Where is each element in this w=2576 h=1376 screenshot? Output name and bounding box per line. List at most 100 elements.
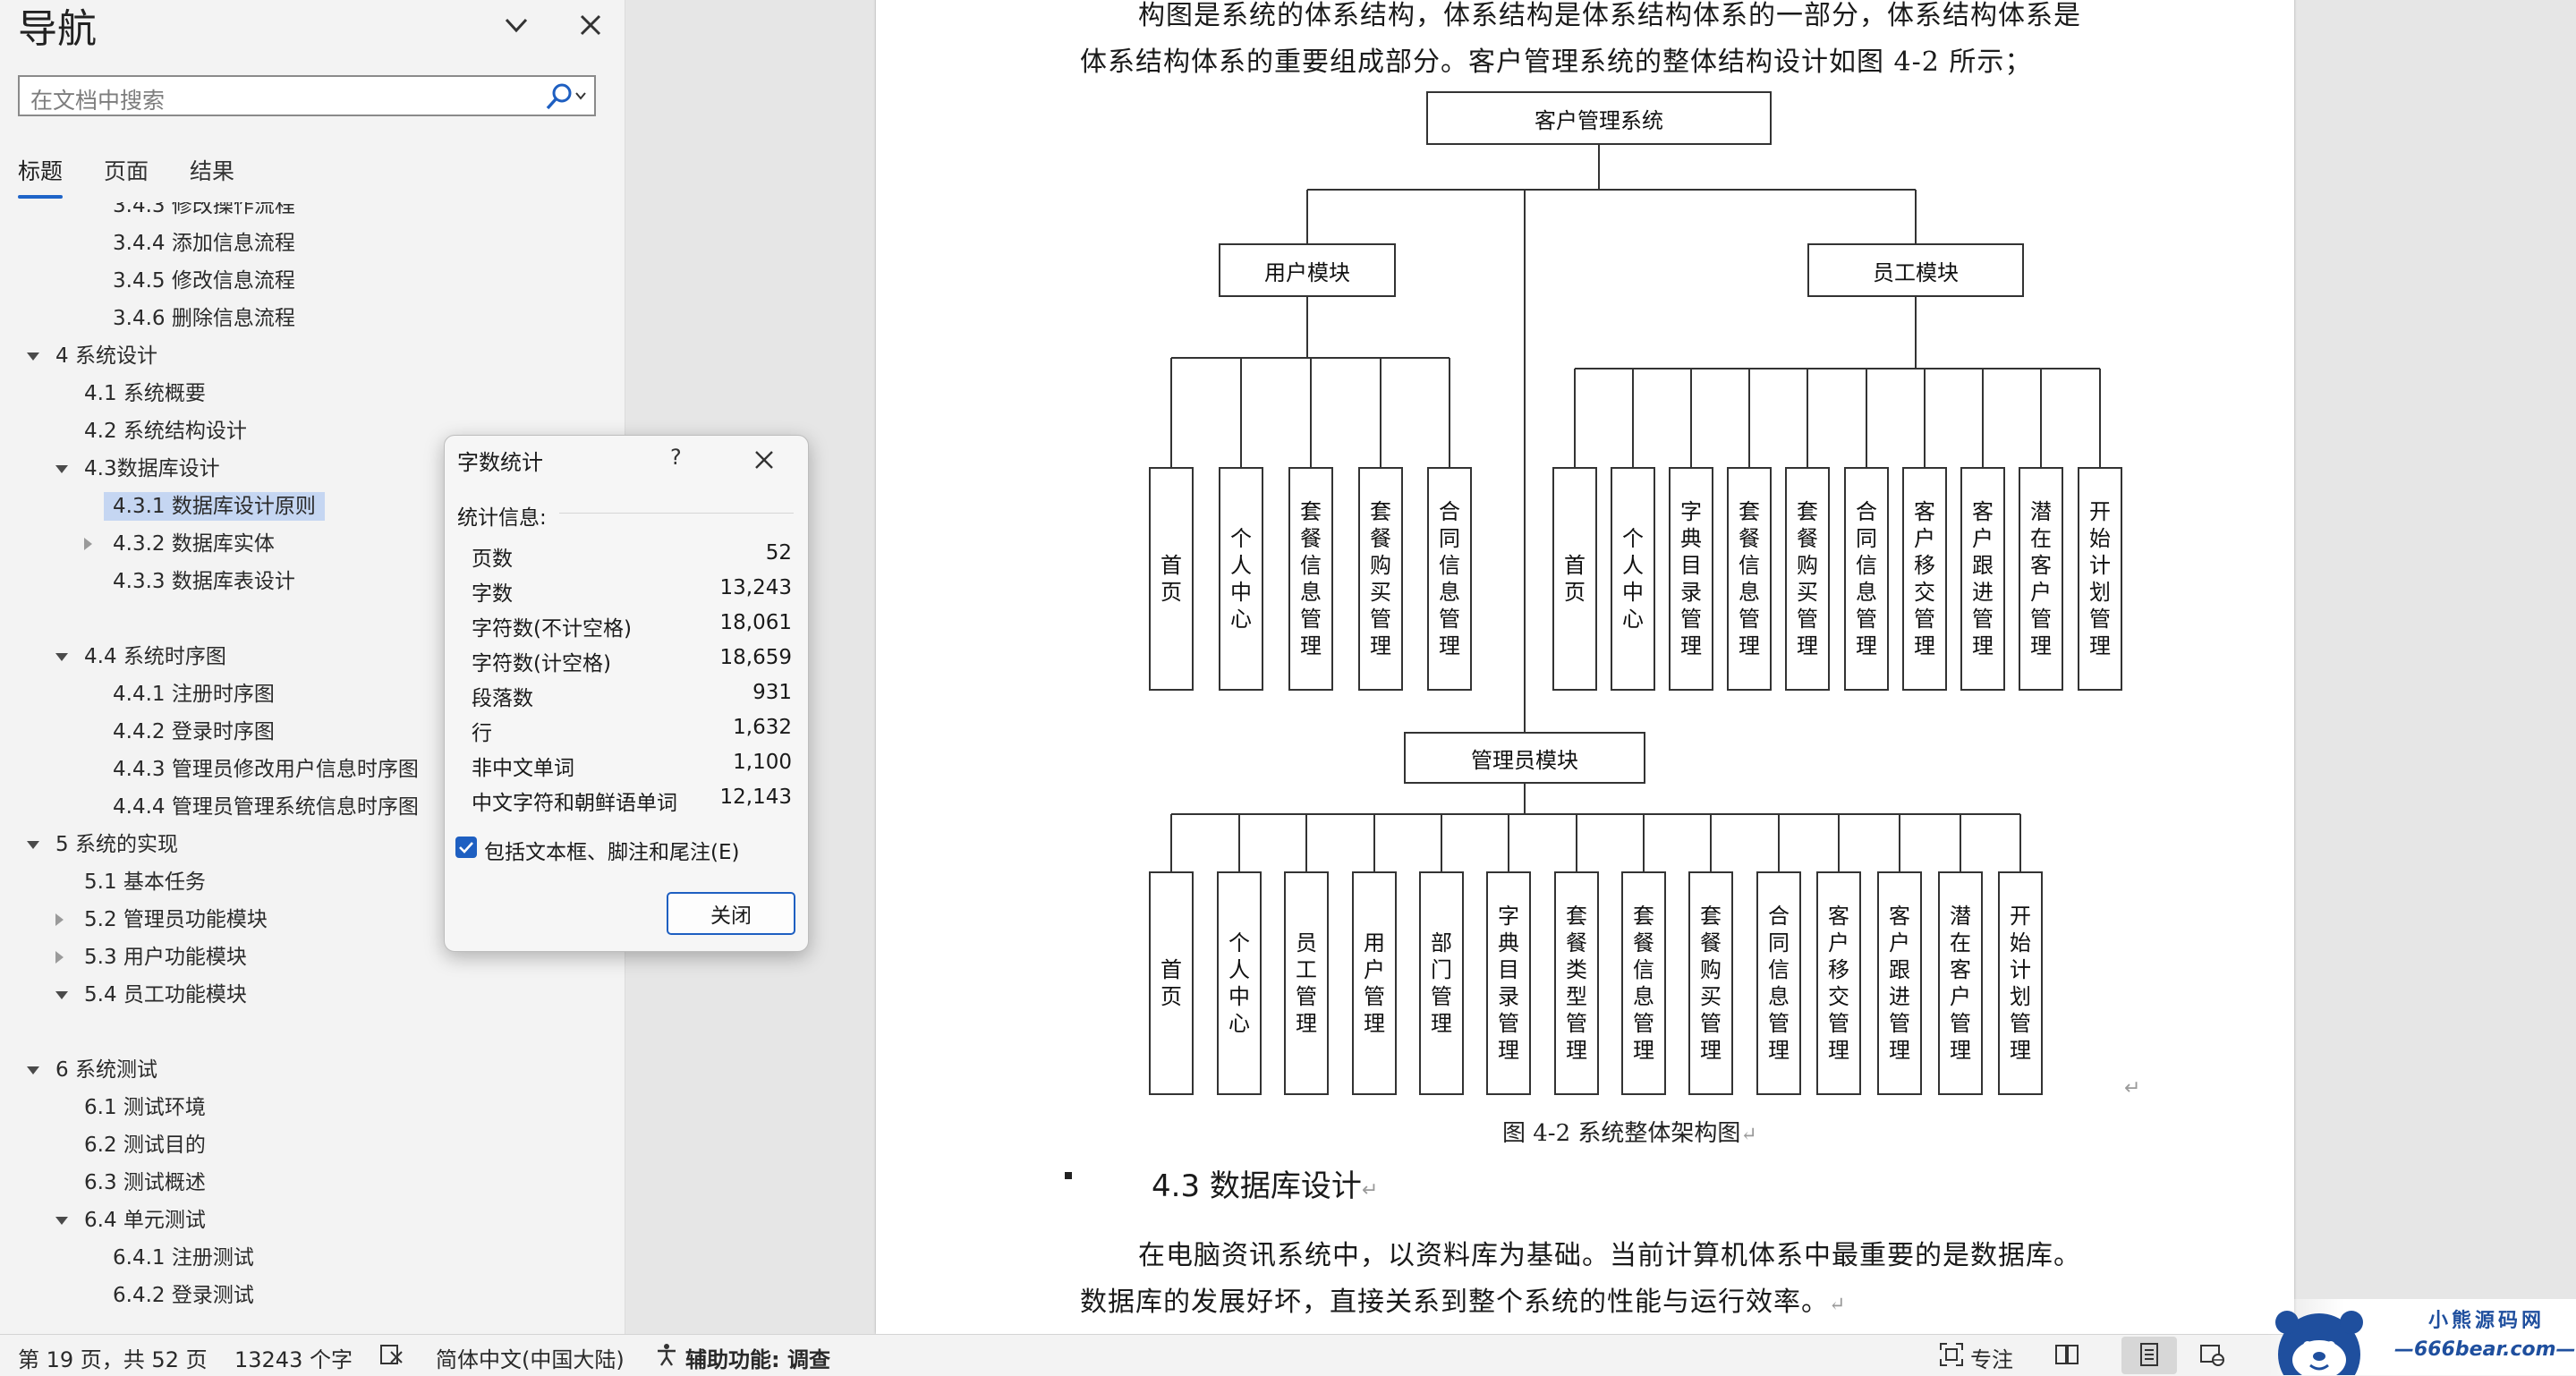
nav-heading-item[interactable]: 6.4.1 注册测试	[113, 1246, 254, 1270]
diagram-leaf-node[interactable]: 个人中心	[1219, 467, 1263, 691]
diagram-leaf-node[interactable]: 用户管理	[1352, 871, 1397, 1095]
include-textbox-checkbox[interactable]	[455, 837, 477, 858]
diagram-leaf-node[interactable]: 员工管理	[1284, 871, 1329, 1095]
diagram-leaf-node[interactable]: 套餐购买管理	[1358, 467, 1403, 691]
diagram-leaf-node[interactable]: 首页	[1552, 467, 1597, 691]
diagram-leaf-node[interactable]: 客户移交管理	[1816, 871, 1861, 1095]
paragraph-line[interactable]: 在电脑资讯系统中，以资料库为基础。当前计算机体系中最重要的是数据库。	[1138, 1240, 2081, 1271]
collapsed-arrow-icon[interactable]	[84, 538, 92, 550]
tab-results[interactable]: 结果	[190, 158, 235, 184]
nav-heading-item[interactable]: 4.4.3 管理员修改用户信息时序图	[113, 758, 419, 781]
word-count[interactable]: 13243 个字	[234, 1347, 353, 1372]
document-area[interactable]	[625, 0, 2576, 1334]
expanded-arrow-icon[interactable]	[55, 465, 68, 473]
nav-heading-item[interactable]: 4.4.1 注册时序图	[113, 683, 275, 706]
diagram-leaf-node[interactable]: 字典目录管理	[1486, 871, 1531, 1095]
nav-heading-item[interactable]: 6.1 测试环境	[84, 1096, 206, 1119]
search-input[interactable]: 在文档中搜索	[18, 75, 596, 116]
focus-mode[interactable]: 专注	[1970, 1347, 2013, 1372]
diagram-leaf-node[interactable]: 合同信息管理	[1756, 871, 1801, 1095]
nav-heading-item[interactable]: 4.1 系统概要	[84, 382, 206, 405]
diagram-leaf-node[interactable]: 客户跟进管理	[1960, 467, 2005, 691]
diagram-leaf-node[interactable]: 套餐信息管理	[1621, 871, 1666, 1095]
accessibility-status[interactable]: 辅助功能: 调查	[685, 1347, 830, 1372]
diagram-leaf-node[interactable]: 个人中心	[1611, 467, 1655, 691]
nav-heading-item[interactable]: 5.2 管理员功能模块	[84, 908, 268, 931]
nav-heading-item[interactable]: 4.4 系统时序图	[84, 645, 226, 668]
diagram-leaf-node[interactable]: 合同信息管理	[1427, 467, 1472, 691]
diagram-leaf-node[interactable]: 套餐类型管理	[1554, 871, 1599, 1095]
nav-heading-item[interactable]: 4.3.1 数据库设计原则	[104, 492, 325, 521]
checkbox-label[interactable]: 包括文本框、脚注和尾注(E)	[484, 841, 740, 864]
tab-pages[interactable]: 页面	[104, 158, 149, 184]
expanded-arrow-icon[interactable]	[27, 841, 39, 849]
diagram-leaf-node[interactable]: 套餐信息管理	[1288, 467, 1333, 691]
diagram-leaf-node[interactable]: 首页	[1149, 467, 1194, 691]
diagram-leaf-node[interactable]: 套餐信息管理	[1727, 467, 1772, 691]
figure-caption[interactable]: 图 4-2 系统整体架构图↵	[1502, 1120, 1757, 1147]
nav-heading-item[interactable]: 6.4 单元测试	[84, 1209, 206, 1232]
diagram-node[interactable]: 客户管理系统	[1426, 91, 1772, 145]
diagram-leaf-node[interactable]: 开始计划管理	[1998, 871, 2043, 1095]
nav-heading-item[interactable]: 4.4.4 管理员管理系统信息时序图	[113, 795, 419, 819]
diagram-leaf-node[interactable]: 开始计划管理	[2078, 467, 2122, 691]
diagram-leaf-node[interactable]: 客户跟进管理	[1877, 871, 1922, 1095]
nav-heading-item[interactable]: 5.1 基本任务	[84, 871, 206, 894]
diagram-leaf-node[interactable]: 客户移交管理	[1902, 467, 1947, 691]
diagram-leaf-node[interactable]: 字典目录管理	[1669, 467, 1713, 691]
nav-heading-item[interactable]: 6.4.2 登录测试	[113, 1284, 254, 1307]
collapsed-arrow-icon[interactable]	[55, 913, 64, 926]
nav-heading-item[interactable]: 3.4.4 添加信息流程	[113, 232, 295, 255]
close-icon[interactable]	[752, 448, 776, 471]
nav-heading-item[interactable]: 3.4.3 修改操作流程	[113, 202, 295, 217]
nav-heading-item[interactable]: 6.2 测试目的	[84, 1134, 206, 1157]
nav-heading-item[interactable]: 4.3.3 数据库表设计	[113, 570, 295, 593]
nav-heading-item[interactable]: 3.4.5 修改信息流程	[113, 269, 295, 293]
focus-icon[interactable]	[1938, 1341, 1965, 1368]
language[interactable]: 简体中文(中国大陆)	[436, 1347, 625, 1372]
nav-heading-item[interactable]: 6.3 测试概述	[84, 1171, 206, 1194]
diagram-leaf-node[interactable]: 部门管理	[1419, 871, 1464, 1095]
diagram-leaf-node[interactable]: 潜在客户管理	[2019, 467, 2063, 691]
diagram-leaf-node[interactable]: 个人中心	[1217, 871, 1262, 1095]
help-icon[interactable]: ?	[670, 445, 682, 470]
close-icon[interactable]	[569, 4, 612, 47]
accessibility-icon[interactable]	[653, 1341, 680, 1368]
diagram-node[interactable]: 员工模块	[1807, 243, 2024, 297]
search-icon[interactable]	[540, 81, 589, 113]
diagram-leaf-node[interactable]: 套餐购买管理	[1785, 467, 1830, 691]
nav-heading-item[interactable]: 5 系统的实现	[55, 833, 178, 856]
tab-headings[interactable]: 标题	[18, 158, 64, 184]
nav-heading-item[interactable]: 4.3数据库设计	[84, 457, 220, 480]
collapsed-arrow-icon[interactable]	[55, 951, 64, 964]
paragraph-line[interactable]: 体系结构体系的重要组成部分。客户管理系统的整体结构设计如图 4-2 所示；	[1080, 47, 2033, 78]
nav-heading-item[interactable]: 5.3 用户功能模块	[84, 946, 247, 969]
section-heading[interactable]: 4.3 数据库设计↵	[1152, 1168, 1379, 1204]
close-button[interactable]: 关闭	[667, 892, 795, 935]
diagram-node[interactable]: 用户模块	[1219, 243, 1396, 297]
nav-heading-item[interactable]: 4.4.2 登录时序图	[113, 720, 275, 743]
diagram-node[interactable]: 管理员模块	[1404, 732, 1645, 784]
diagram-leaf-node[interactable]: 首页	[1149, 871, 1194, 1095]
expanded-arrow-icon[interactable]	[55, 991, 68, 999]
nav-heading-item[interactable]: 5.4 员工功能模块	[84, 983, 247, 1007]
chevron-down-icon[interactable]	[495, 4, 538, 47]
expanded-arrow-icon[interactable]	[55, 653, 68, 661]
nav-heading-item[interactable]: 3.4.6 删除信息流程	[113, 307, 295, 330]
nav-heading-item[interactable]: 4.2 系统结构设计	[84, 420, 247, 443]
read-mode-icon[interactable]	[2053, 1341, 2080, 1368]
nav-heading-item[interactable]: 6 系统测试	[55, 1058, 157, 1082]
paragraph-line[interactable]: 构图是系统的体系结构，体系结构是体系结构体系的一部分，体系结构体系是	[1138, 0, 2081, 31]
nav-heading-item[interactable]: 4.3.2 数据库实体	[113, 532, 275, 556]
diagram-leaf-node[interactable]: 套餐购买管理	[1688, 871, 1733, 1095]
expanded-arrow-icon[interactable]	[27, 352, 39, 361]
diagram-leaf-node[interactable]: 潜在客户管理	[1938, 871, 1983, 1095]
diagram-leaf-node[interactable]: 合同信息管理	[1844, 467, 1889, 691]
page-counter[interactable]: 第 19 页，共 52 页	[18, 1347, 208, 1372]
expanded-arrow-icon[interactable]	[27, 1066, 39, 1074]
expanded-arrow-icon[interactable]	[55, 1217, 68, 1225]
web-layout-icon[interactable]	[2198, 1341, 2225, 1368]
paragraph-line[interactable]: 数据库的发展好坏，直接关系到整个系统的性能与运行效率。↵	[1080, 1287, 1847, 1318]
print-layout-icon[interactable]	[2136, 1341, 2163, 1368]
